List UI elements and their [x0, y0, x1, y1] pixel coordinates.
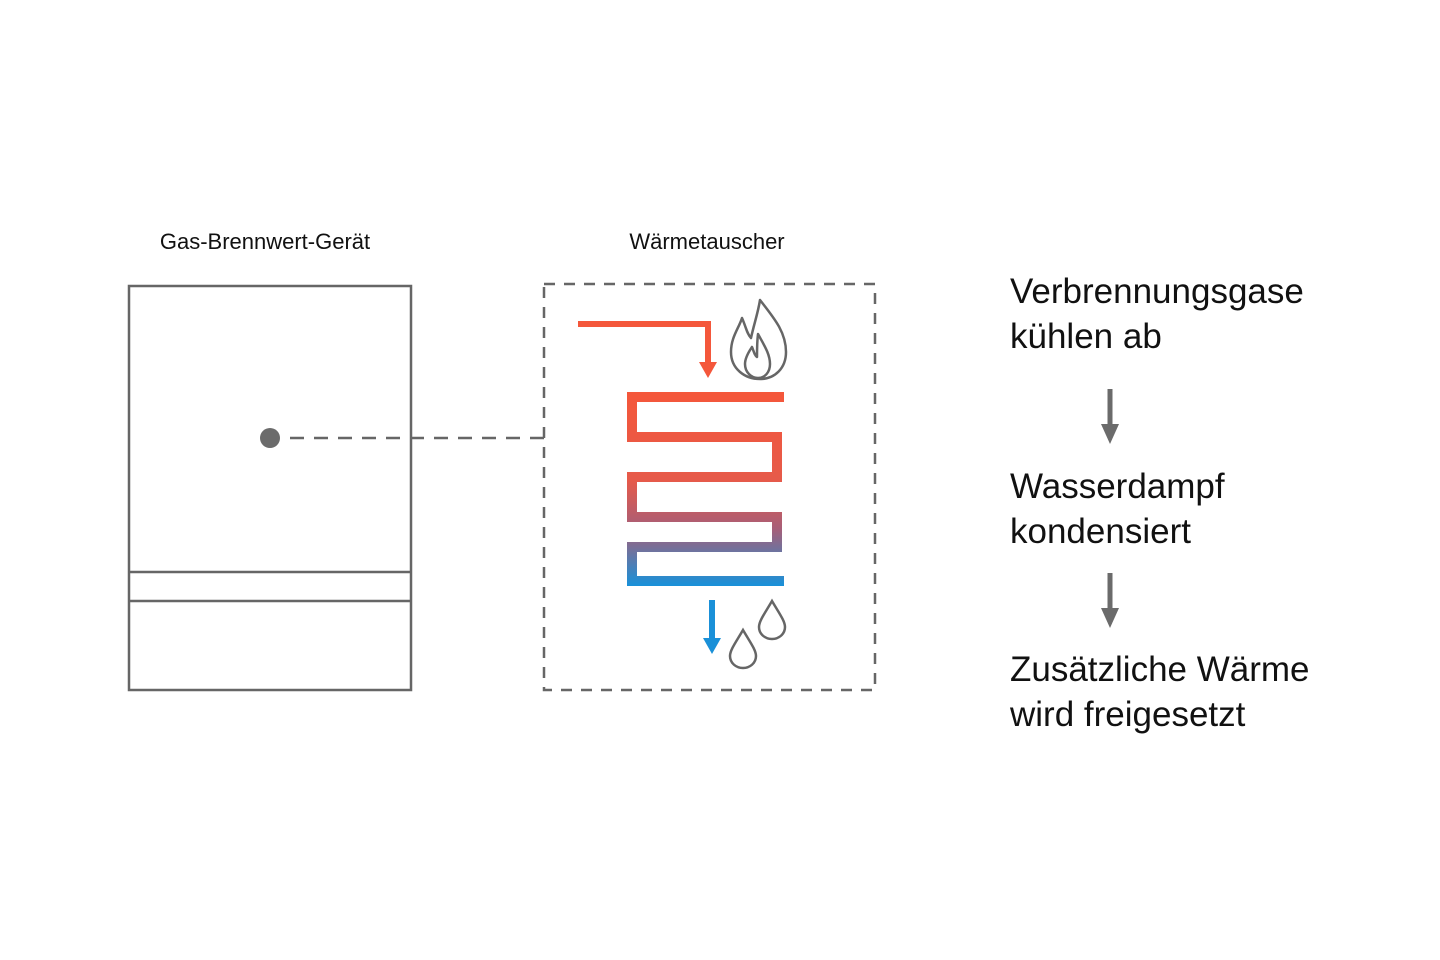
step-2-line-1: Wasserdampf: [1010, 467, 1225, 506]
step-3-line-2: wird freigesetzt: [1009, 695, 1246, 734]
device-label: Gas-Brennwert-Gerät: [160, 229, 370, 254]
cold-outlet-arrow: [703, 600, 721, 654]
heat-exchanger-coil: [627, 392, 784, 586]
droplet-icon: [728, 598, 787, 670]
heat-exchanger-box: [542, 282, 877, 692]
step-1-line-1: Verbrennungsgase: [1010, 272, 1304, 311]
step-arrow-1: [1101, 389, 1119, 444]
boiler-device: [127, 284, 413, 692]
step-3-line-1: Zusätzliche Wärme: [1010, 650, 1310, 689]
step-2-line-2: kondensiert: [1010, 512, 1191, 551]
connector-dot: [260, 428, 280, 448]
exchanger-label: Wärmetauscher: [629, 229, 784, 254]
flame-icon: [729, 298, 788, 381]
step-1-line-2: kühlen ab: [1010, 317, 1162, 356]
step-arrow-2: [1101, 573, 1119, 628]
hot-inlet-arrow: [578, 321, 717, 378]
process-steps: Verbrennungsgase kühlen ab Wasserdampf k…: [1009, 272, 1310, 734]
